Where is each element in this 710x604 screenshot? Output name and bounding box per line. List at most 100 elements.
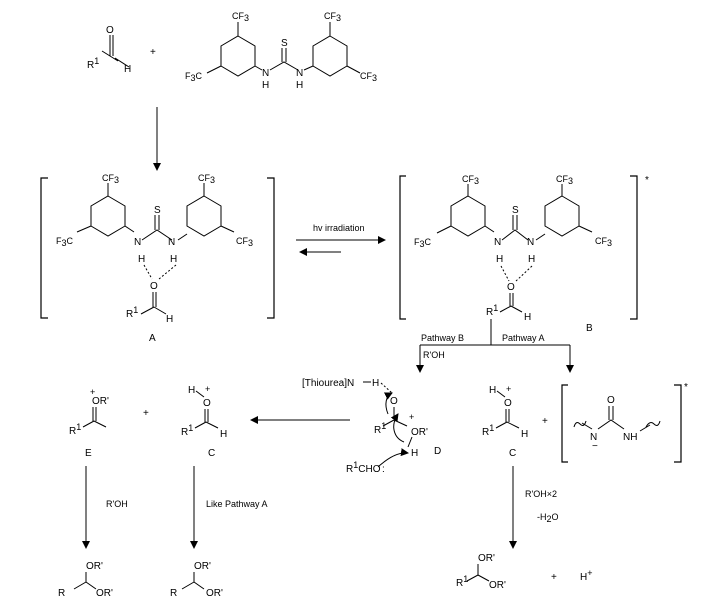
- protonated-aldehyde-c-right: H + O R1 H: [482, 384, 528, 440]
- c-plus-charge: +: [205, 384, 210, 394]
- acetal-r-label-2: R: [170, 588, 177, 599]
- n-label: N: [262, 68, 269, 79]
- sulfur-label: S: [281, 38, 288, 49]
- r1-label: R1: [126, 305, 138, 320]
- aldehyde-hydrogen-label: H: [124, 64, 131, 75]
- cf3-label-6: CF3: [236, 236, 253, 248]
- label-c-right: C: [509, 448, 516, 459]
- cf3-label-3: CF3: [360, 71, 377, 83]
- acetal-or-bottom-label: OR': [96, 588, 113, 599]
- complex-b: * CF3 F3C N H S N H CF3 CF3 O R1 H: [399, 174, 649, 323]
- plus-sign-4: +: [551, 572, 557, 583]
- excited-state-star: *: [645, 175, 649, 186]
- acetal-product-3: OR' R1 OR': [456, 553, 506, 591]
- label-e: E: [85, 448, 92, 459]
- electron-push-arrow-2: [383, 392, 393, 415]
- electron-push-arrow-1: [390, 413, 405, 443]
- cf3-label: CF3: [232, 11, 249, 23]
- n-label-5: N: [494, 237, 501, 248]
- d-r1-label: R1: [374, 421, 386, 436]
- thiourea-hydrogen-label: H: [372, 378, 379, 389]
- nh-hydrogen-label-2: H: [296, 80, 303, 91]
- c-aldehyde-hydrogen-label-2: H: [521, 429, 528, 440]
- nh-hydrogen-label-4: H: [170, 254, 177, 265]
- pathway-branch-line: [420, 319, 570, 346]
- nh-hydrogen-label-5: H: [496, 254, 503, 265]
- plus-sign: +: [150, 47, 156, 58]
- n-label-6: N: [527, 237, 534, 248]
- label-d: D: [434, 446, 441, 457]
- n-label-2: N: [296, 68, 303, 79]
- c-plus-charge-2: +: [506, 384, 511, 394]
- d-hydrogen-label: H: [411, 448, 418, 459]
- pathway-a-label: Pathway A: [502, 333, 545, 343]
- pathway-b-label: Pathway B: [421, 333, 464, 343]
- e-r1-label: R1: [69, 422, 81, 437]
- n-label-3: N: [134, 237, 141, 248]
- c-oxygen-label: O: [203, 398, 211, 409]
- acetal-or-top-label-2: OR': [194, 561, 211, 572]
- reactant-aldehyde: O H R1: [87, 25, 131, 75]
- like-pathway-a-label: Like Pathway A: [206, 499, 268, 509]
- r1-label-2: R1: [486, 303, 498, 318]
- pathway-b-reagent-roh: R'OH: [423, 350, 445, 360]
- hv-irradiation-label: hv irradiation: [313, 223, 365, 233]
- f3c-label-3: F3C: [414, 237, 432, 249]
- c-r1-label: R1: [181, 423, 193, 438]
- thiourea-radical-fragment: * N − O NH: [561, 382, 688, 463]
- acetal-or-top-label-3: OR': [478, 553, 495, 564]
- acetal-r-label-3: R1: [456, 574, 468, 589]
- radical-n-label: N: [590, 432, 597, 443]
- d-oxygen-label: O: [390, 396, 398, 407]
- label-a: A: [149, 333, 156, 344]
- carbonyl-oxygen-label-2: O: [507, 282, 515, 293]
- f3c-label: F3C: [185, 71, 203, 83]
- acetal-or-bottom-label-2: OR': [206, 588, 223, 599]
- c-oxygen-label-2: O: [504, 398, 512, 409]
- carbonyl-oxygen-label: O: [150, 281, 158, 292]
- c-hydrogen-label: H: [188, 385, 195, 396]
- electron-push-arrow-3: [377, 448, 409, 468]
- r1cho-label: R1CHO: [346, 460, 381, 475]
- cf3-label-8: CF3: [556, 174, 573, 186]
- aldehyde-r1-label: R1: [87, 56, 99, 71]
- reagent-roh: R'OH: [106, 499, 128, 509]
- acetal-product-2: OR' R OR': [170, 561, 223, 599]
- thiourea-label: [Thiourea]N: [302, 378, 354, 389]
- d-or-prime-label: OR': [411, 427, 428, 438]
- protonated-aldehyde-c-left: H + O R1 H: [181, 384, 227, 440]
- thiourea-catalyst: CF3 F3C N H S N H CF3 CF3: [185, 11, 377, 91]
- radical-minus-charge: −: [592, 441, 598, 452]
- sulfur-label-2: S: [154, 205, 161, 216]
- complex-a: CF3 F3C N H S N H CF3 CF3 O R1 H: [40, 173, 275, 325]
- sulfur-label-3: S: [512, 205, 519, 216]
- n-label-4: N: [168, 237, 175, 248]
- plus-sign-3: +: [542, 416, 548, 427]
- r1cho-lone-pair: :: [382, 464, 385, 475]
- oxocarbenium-e: + OR' R1: [69, 387, 109, 437]
- cf3-label-9: CF3: [595, 236, 612, 248]
- minus-water-label: -H2O: [537, 512, 559, 524]
- label-b: B: [586, 323, 593, 334]
- e-plus-charge: +: [90, 387, 95, 397]
- f3c-label-2: F3C: [56, 236, 74, 248]
- label-c-left: C: [208, 448, 215, 459]
- c-r1-label-2: R1: [482, 423, 494, 438]
- carbonyl-hydrogen-label: H: [166, 314, 173, 325]
- acetal-or-top-label: OR': [86, 561, 103, 572]
- c-aldehyde-hydrogen-label: H: [220, 429, 227, 440]
- aldehyde-oxygen-label: O: [106, 25, 114, 36]
- c-hydrogen-label-2: H: [489, 385, 496, 396]
- nh-hydrogen-label: H: [262, 80, 269, 91]
- plus-sign-2: +: [143, 408, 149, 419]
- reagent-roh-x2: R'OH×2: [525, 489, 557, 499]
- intermediate-d: [Thiourea]N H O R1 + OR' H R1CHO :: [302, 378, 428, 475]
- acetal-or-bottom-label-3: OR': [489, 580, 506, 591]
- cf3-label-5: CF3: [198, 173, 215, 185]
- d-plus-charge: +: [409, 412, 414, 422]
- nh-hydrogen-label-6: H: [528, 254, 535, 265]
- e-or-prime-label: OR': [92, 396, 109, 407]
- acetal-r-label: R: [58, 588, 65, 599]
- radical-star: *: [684, 382, 688, 393]
